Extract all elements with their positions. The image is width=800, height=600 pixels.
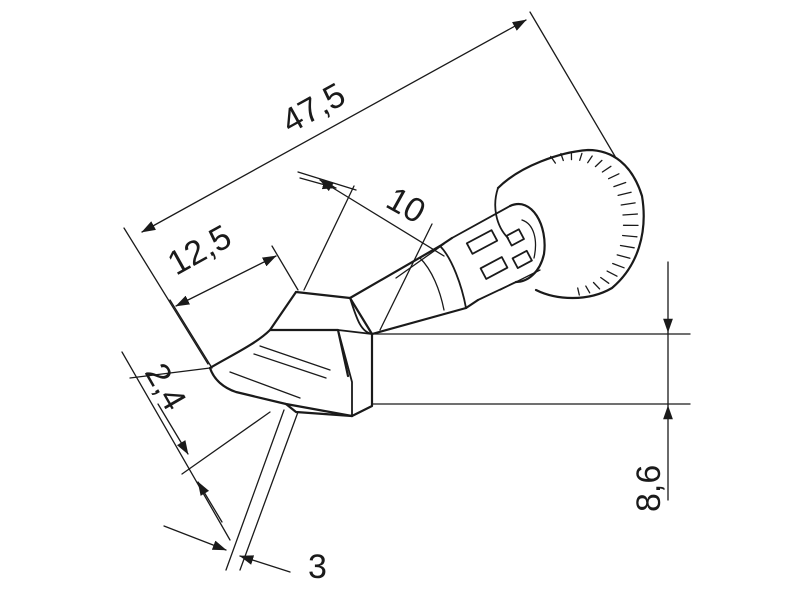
dim-line-47-5 [141,19,527,233]
knurl-ridge [612,262,625,269]
dim-label-tip-width: 3 [308,548,327,586]
knurl-ridge [550,155,557,164]
knurl-ridge [592,281,601,290]
knurl-ridge [594,159,603,168]
chisel-blade [208,328,354,418]
dim-line-12-5 [175,255,277,307]
knurl-ridge [616,254,631,259]
dimension-labels: 47,5 12,5 10 2,4 3 8,6 [137,76,668,586]
tip-shaft [348,236,480,336]
knurl-ridge [617,191,632,197]
dim-line-2-4-lower [197,481,223,523]
knurled-nut [494,148,645,300]
dim-line-10-end [299,177,337,190]
dim-label-tip-thickness: 2,4 [137,357,194,417]
knurl-ridge [620,202,636,206]
knurl-ridge [619,244,635,249]
dimension-lines [141,19,673,573]
knurl-ridge [621,234,638,238]
dim-line-3-left [163,525,227,551]
dim-line-3-right [239,555,291,573]
dim-line-10 [319,179,445,257]
knurl-ridge [579,152,583,161]
dim-label-body-diameter: 8,6 [630,465,668,512]
knurl-ridge [606,270,618,277]
knurl-ridge [560,152,564,162]
knurl-ridge [607,173,620,180]
soldering-tip-part [208,148,645,418]
dim-label-cone-length: 10 [380,180,432,232]
dim-label-tip-length: 12,5 [161,218,237,283]
knurl-ridge [577,287,580,296]
knurl-ridge [585,285,591,294]
dim-line-2-4-upper [157,403,189,455]
dim-label-total-length: 47,5 [275,76,351,141]
knurl-ridge [601,165,612,173]
knurl-ridge [622,213,639,216]
slotted-collar [451,203,546,301]
knurl-ridge [600,276,610,284]
knurl-ridge [587,155,593,164]
knurl-ridge [613,181,627,188]
